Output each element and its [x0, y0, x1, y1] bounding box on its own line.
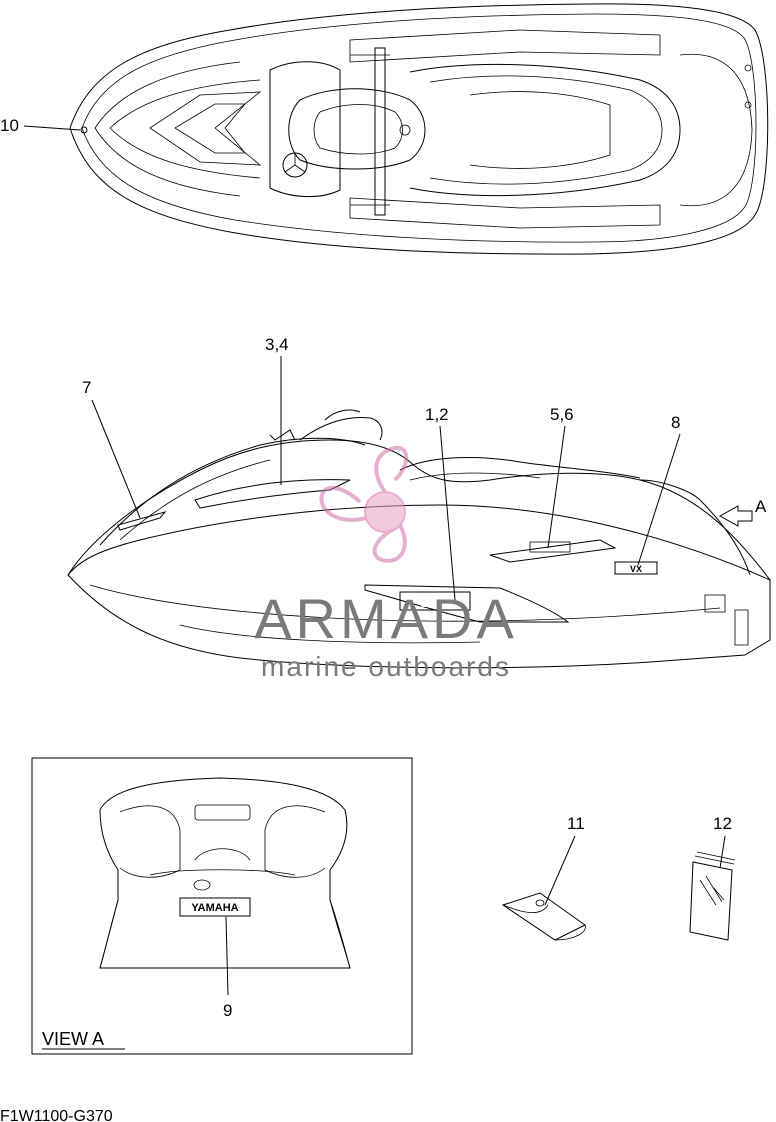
watermark-brand: ARMADA: [254, 587, 518, 650]
view-a-label: VIEW A: [42, 1029, 104, 1049]
top-view-watercraft: 10: [0, 3, 769, 255]
callout-5-6: 5,6: [550, 405, 574, 424]
callout-10: 10: [0, 116, 19, 135]
watermark-logo: [319, 445, 409, 563]
rear-decal-text: YAMAHA: [191, 902, 238, 914]
callout-8: 8: [671, 413, 680, 432]
callout-11: 11: [567, 814, 585, 833]
hull-decal-text: SHO: [420, 594, 450, 610]
callout-7: 7: [82, 378, 91, 397]
view-a-panel: YAMAHA 9 VIEW A: [31, 757, 413, 1055]
side-badge-text: VX: [630, 564, 642, 574]
callout-12: 12: [713, 814, 732, 833]
part-12-manual: 12: [689, 814, 736, 941]
callout-3-4: 3,4: [265, 335, 289, 354]
callout-view-a: A: [755, 497, 767, 516]
drawing-code: F1W1100-G370: [0, 1108, 113, 1122]
watermark-tagline: marine outboards: [261, 651, 511, 682]
callout-9: 9: [223, 1001, 232, 1020]
callout-1-2: 1,2: [425, 405, 449, 424]
side-view-watercraft: SHO VX 3,4 7 1,2 5,6 8 A: [67, 335, 771, 669]
part-11-pouch: 11: [501, 814, 586, 941]
